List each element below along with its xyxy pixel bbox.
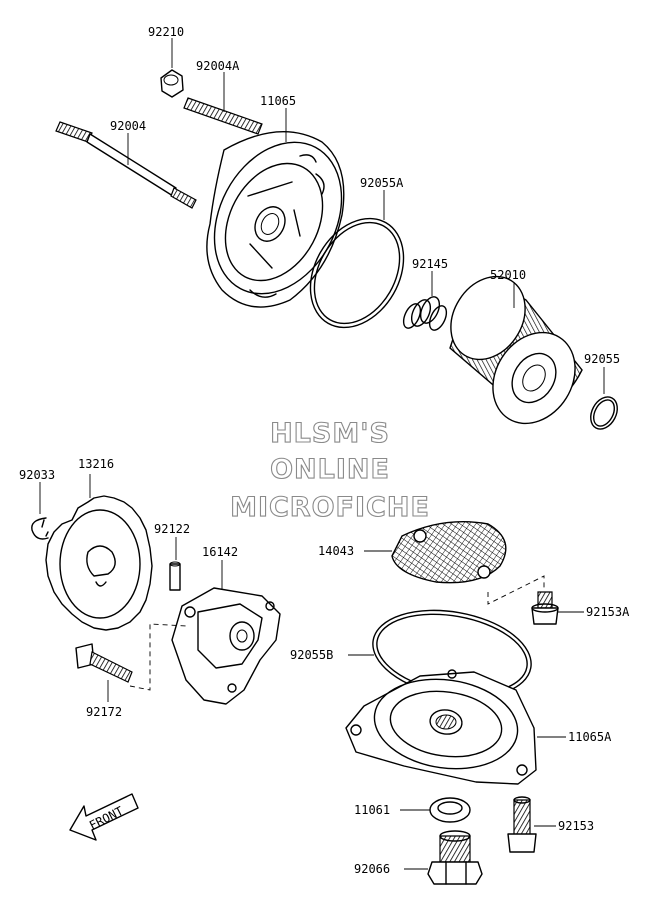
- bolt-92153: [507, 796, 556, 853]
- circlip-92033: [31, 482, 49, 540]
- spring-92145: [402, 271, 448, 331]
- pin-92122: [169, 537, 181, 591]
- watermark-line-1: HLSM'S: [270, 418, 390, 449]
- screen-14043: [364, 521, 507, 584]
- label-92066: 92066: [354, 862, 390, 876]
- watermark-line-3: MICROFICHE: [230, 492, 430, 523]
- pump-16142: [171, 560, 281, 705]
- label-92004A: 92004A: [196, 59, 240, 73]
- label-92145: 92145: [412, 257, 448, 271]
- washer-11061: [400, 797, 471, 823]
- stud-92004: [55, 121, 197, 209]
- label-92055: 92055: [584, 352, 620, 366]
- label-11065: 11065: [260, 94, 296, 108]
- nut-92210: [160, 38, 184, 98]
- label-11065A: 11065A: [568, 730, 612, 744]
- label-92153A: 92153A: [586, 605, 630, 619]
- label-92153: 92153: [558, 819, 594, 833]
- bolt-92153A: [531, 591, 584, 625]
- watermark: HLSM'S ONLINE MICROFICHE: [230, 417, 430, 523]
- cover-11065: [206, 108, 345, 308]
- label-92055A: 92055A: [360, 176, 404, 190]
- oring-92055A: [309, 190, 405, 329]
- watermark-line-2: ONLINE: [270, 454, 390, 485]
- label-92210: 92210: [148, 25, 184, 39]
- label-92055B: 92055B: [290, 648, 333, 662]
- label-14043: 14043: [318, 544, 354, 558]
- label-52010: 52010: [490, 268, 526, 282]
- label-11061: 11061: [354, 803, 390, 817]
- filter-52010: [449, 275, 583, 425]
- label-92172: 92172: [86, 705, 122, 719]
- label-92004: 92004: [110, 119, 146, 133]
- label-92033: 92033: [19, 468, 55, 482]
- stud-92004A: [183, 72, 263, 135]
- gear-13216: [45, 474, 153, 631]
- front-arrow-label: FRONT: [87, 804, 126, 833]
- bolt-92172: [75, 643, 133, 702]
- cover-11065A: [345, 669, 566, 785]
- pump-dash-lines: [129, 623, 187, 691]
- front-arrow: FRONT: [69, 793, 139, 841]
- oring-92055: [590, 367, 618, 430]
- label-92122: 92122: [154, 522, 190, 536]
- part-labels: 92210 92004A 11065 92004 92055A 92145 52…: [19, 25, 630, 876]
- label-13216: 13216: [78, 457, 114, 471]
- plug-92066: [404, 830, 483, 885]
- label-16142: 16142: [202, 545, 238, 559]
- screen-dash-lines: [487, 575, 545, 605]
